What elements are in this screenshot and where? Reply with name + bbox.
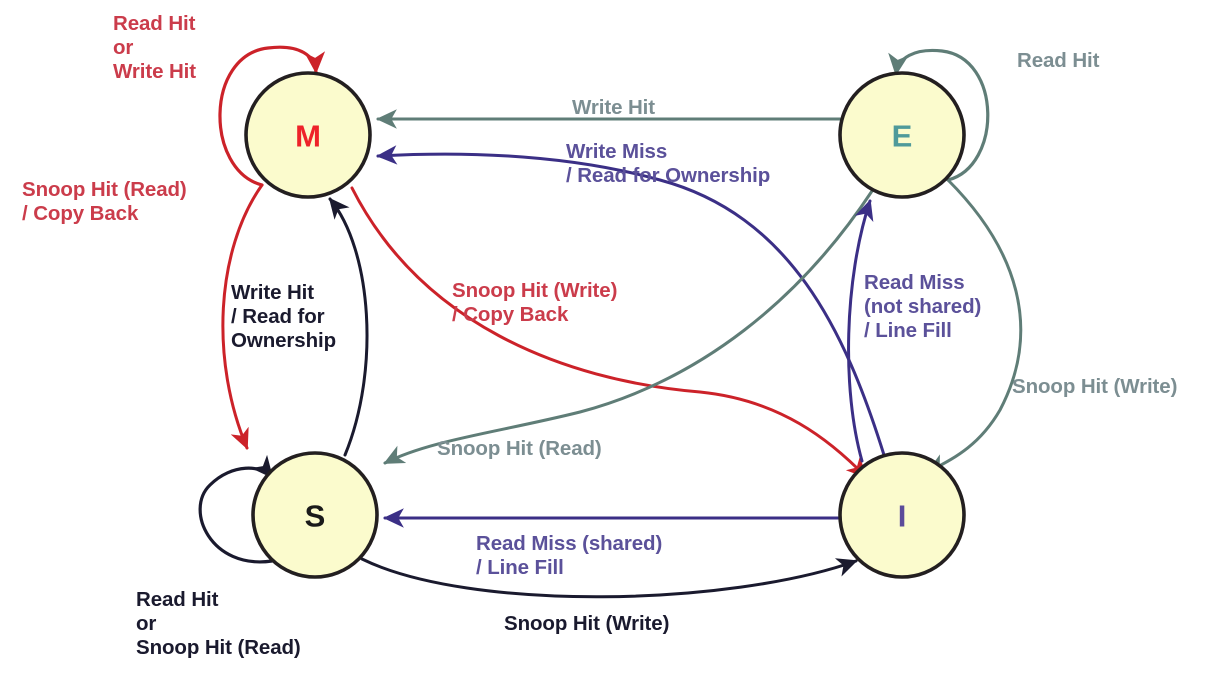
edge-label-s-self: Read Hit or Snoop Hit (Read) [136, 588, 301, 659]
state-circle-m[interactable] [244, 71, 372, 199]
edge-e-to-s [383, 189, 874, 465]
edge-label-i-to-m: Write Miss / Read for Ownership [566, 140, 771, 187]
state-label-m: M [295, 119, 321, 154]
state-label-i: I [898, 499, 907, 534]
edge-label-e-self: Read Hit [1017, 49, 1100, 72]
state-label-e: E [892, 119, 913, 154]
edge-label-e-to-m: Write Hit [572, 96, 656, 119]
edge-label-i-to-s: Read Miss (shared) / Line Fill [476, 532, 663, 579]
edge-label-i-to-e: Read Miss (not shared) / Line Fill [864, 271, 982, 342]
edge-m-to-i [350, 186, 868, 479]
edge-label-s-to-m: Write Hit / Read for Ownership [231, 281, 337, 352]
state-node-e[interactable]: E [838, 71, 966, 199]
state-node-m[interactable]: M [244, 71, 372, 199]
edge-s-to-m [328, 197, 369, 457]
edge-i-to-e [847, 199, 874, 463]
edge-i-to-m [376, 145, 886, 457]
state-node-s[interactable]: S [251, 451, 379, 579]
edge-s-self [198, 454, 274, 564]
state-circle-s[interactable] [251, 451, 379, 579]
edge-m-self [218, 45, 326, 187]
edge-m-to-s [221, 183, 264, 450]
edge-label-m-to-s: Snoop Hit (Read) / Copy Back [22, 178, 187, 225]
edge-e-self [888, 48, 990, 182]
state-node-i[interactable]: I [838, 451, 966, 579]
edge-e-to-i [926, 178, 1023, 474]
edge-s-to-i [360, 557, 858, 599]
edge-label-s-to-i: Snoop Hit (Write) [504, 612, 670, 635]
state-circle-i[interactable] [838, 451, 966, 579]
state-nodes: M E S I [244, 71, 966, 579]
edge-label-m-to-i: Snoop Hit (Write) / Copy Back [452, 279, 618, 326]
state-label-s: S [305, 499, 326, 534]
state-circle-e[interactable] [838, 71, 966, 199]
edge-label-m-self: Read Hit or Write Hit [113, 12, 197, 83]
edge-label-e-to-s: Snoop Hit (Read) [437, 437, 602, 460]
edge-label-e-to-i: Snoop Hit (Write) [1012, 375, 1178, 398]
